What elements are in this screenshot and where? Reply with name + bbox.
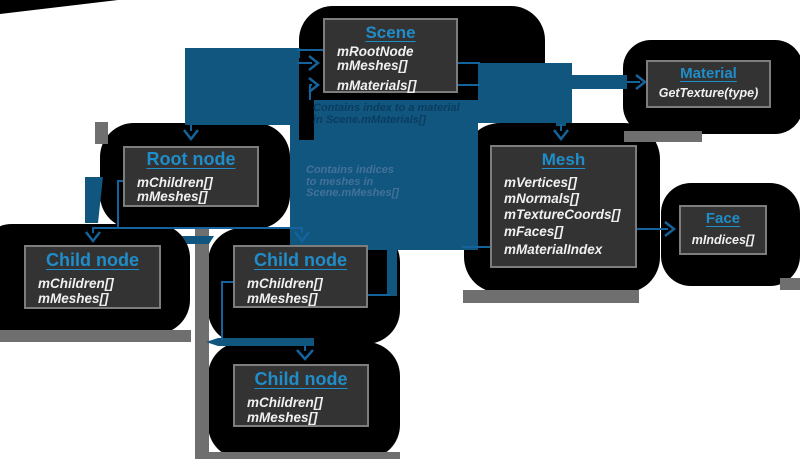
field-mvertices: mVertices[] bbox=[504, 175, 578, 190]
face-title: Face bbox=[705, 210, 741, 227]
arrowhead-into-mmaterials bbox=[308, 77, 321, 93]
gray-pinch-shapes bbox=[0, 122, 800, 459]
gray-vertical-band bbox=[195, 228, 209, 459]
arrowhead-into-mmeshes bbox=[308, 55, 321, 71]
gray-sliver-material bbox=[624, 131, 702, 142]
field-childl-mchildren: mChildren[] bbox=[38, 276, 114, 291]
arrowhead-root bbox=[183, 129, 199, 142]
box-scene: Scene mRootNode mMeshes[] mMaterials[] bbox=[323, 18, 458, 93]
note-meshes-line3: Scene.mMeshes[] bbox=[306, 187, 399, 199]
note-meshes-line1: Contains indices bbox=[306, 164, 395, 176]
field-childm-mchildren: mChildren[] bbox=[247, 276, 323, 291]
field-root-mchildren: mChildren[] bbox=[137, 175, 213, 190]
scene-title: Scene bbox=[365, 23, 416, 42]
field-scene-mmeshes: mMeshes[] bbox=[337, 58, 408, 73]
top-left-black-sliver bbox=[0, 0, 118, 14]
field-root-mmeshes: mMeshes[] bbox=[137, 189, 208, 204]
field-mindices: mIndices[] bbox=[691, 233, 755, 247]
field-mmaterials: mMaterials[] bbox=[337, 78, 417, 93]
note-meshes-line2: to meshes in bbox=[306, 175, 374, 188]
note-material-index: Contains index to a material in Scene.mM… bbox=[313, 102, 460, 126]
box-child-node-bottom: Child node mChildren[] mMeshes[] bbox=[233, 364, 369, 427]
field-childb-mmeshes: mMeshes[] bbox=[247, 410, 318, 425]
box-face: Face mIndices[] bbox=[679, 205, 767, 255]
blue-cap-between-children bbox=[182, 236, 214, 244]
blue-bar-to-bottom-child bbox=[206, 338, 314, 346]
gray-sliver-child-left bbox=[0, 330, 191, 342]
note-material-line2: in Scene.mMaterials[] bbox=[313, 113, 427, 126]
arrowheads bbox=[85, 55, 677, 361]
gray-sliver-root bbox=[95, 122, 108, 144]
connector-lines bbox=[92, 49, 668, 351]
blue-arm-to-material bbox=[570, 75, 627, 89]
child-left-title: Child node bbox=[46, 250, 139, 270]
child-middle-title: Child node bbox=[254, 250, 347, 270]
field-childm-mmeshes: mMeshes[] bbox=[247, 291, 318, 306]
field-childl-mmeshes: mMeshes[] bbox=[38, 291, 109, 306]
scene-left-black-column bbox=[299, 58, 314, 140]
blue-band-to-mesh bbox=[387, 236, 467, 248]
mesh-title: Mesh bbox=[541, 150, 586, 169]
arrowhead-material bbox=[635, 74, 648, 90]
field-mmaterialindex: mMaterialIndex bbox=[504, 242, 603, 257]
box-root-node: Root node mChildren[] mMeshes[] bbox=[123, 146, 259, 207]
box-mesh: Mesh mVertices[] mNormals[] mTextureCoor… bbox=[490, 145, 637, 268]
blue-wedge-left-of-root bbox=[85, 177, 103, 223]
gray-sliver-child-bottom bbox=[208, 452, 400, 459]
arrowhead-child-middle bbox=[294, 231, 310, 244]
child-bottom-title: Child node bbox=[254, 369, 348, 389]
blue-blob-center bbox=[290, 100, 478, 250]
blue-flood-shapes bbox=[85, 48, 627, 346]
arrowhead-child-bottom bbox=[296, 349, 314, 361]
gray-sliver-face bbox=[780, 278, 800, 290]
arrowhead-child-left bbox=[85, 231, 101, 244]
line-mid-mchildren bbox=[221, 281, 233, 340]
line-root-mchildren bbox=[117, 180, 125, 228]
field-childb-mchildren: mChildren[] bbox=[247, 395, 323, 410]
blue-stub-to-mesh bbox=[556, 88, 566, 126]
arrowhead-face bbox=[664, 221, 677, 237]
line-into-mmaterials bbox=[309, 84, 312, 100]
field-gettexture: GetTexture(type) bbox=[658, 86, 759, 100]
box-child-node-middle: Child node mChildren[] mMeshes[] bbox=[233, 245, 368, 308]
blue-riser-from-mmeshes bbox=[387, 246, 397, 296]
field-mrootnode: mRootNode bbox=[337, 44, 414, 59]
field-mfaces: mFaces[] bbox=[504, 224, 564, 239]
arrowhead-mesh bbox=[553, 129, 569, 142]
blue-blob-left bbox=[185, 48, 300, 125]
gray-sliver-mesh bbox=[463, 290, 639, 303]
note-mesh-indices: Contains indices to meshes in Scene.mMes… bbox=[306, 164, 399, 200]
field-mnormals: mNormals[] bbox=[504, 191, 580, 206]
box-material: Material GetTexture(type) bbox=[646, 60, 771, 108]
field-mtexturecoords: mTextureCoords[] bbox=[504, 207, 621, 222]
root-node-title: Root node bbox=[146, 149, 236, 169]
material-title: Material bbox=[680, 65, 737, 82]
box-child-node-left: Child node mChildren[] mMeshes[] bbox=[24, 245, 161, 309]
note-material-line1: Contains index to a material bbox=[313, 102, 460, 114]
